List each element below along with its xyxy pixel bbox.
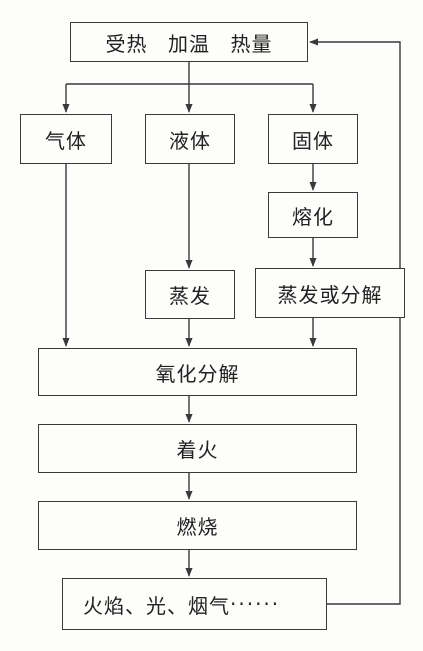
heat-word-heat: 热量 (230, 31, 273, 56)
evaporate-or-decompose-box: 蒸发或分解 (255, 268, 405, 318)
feedback-loop-arrow (309, 38, 401, 605)
products-ellipsis: ······ (230, 592, 281, 616)
melt-box: 熔化 (268, 192, 358, 238)
solid-box: 固体 (268, 114, 358, 164)
liquid-box: 液体 (145, 114, 235, 164)
products-text: 火焰、光、烟气 (83, 593, 230, 618)
heat-word-warm: 加温 (168, 31, 210, 56)
heat-box: 受热 加温 热量 (70, 22, 308, 62)
gas-box: 气体 (20, 114, 112, 164)
heat-word-receive: 受热 (105, 31, 148, 56)
ignition-box: 着火 (38, 424, 357, 473)
oxidative-decomposition-box: 氧化分解 (38, 348, 357, 396)
combustion-box: 燃烧 (38, 501, 357, 550)
products-box: 火焰、光、烟气 ······ (62, 578, 327, 630)
evaporate-box: 蒸发 (145, 270, 235, 319)
